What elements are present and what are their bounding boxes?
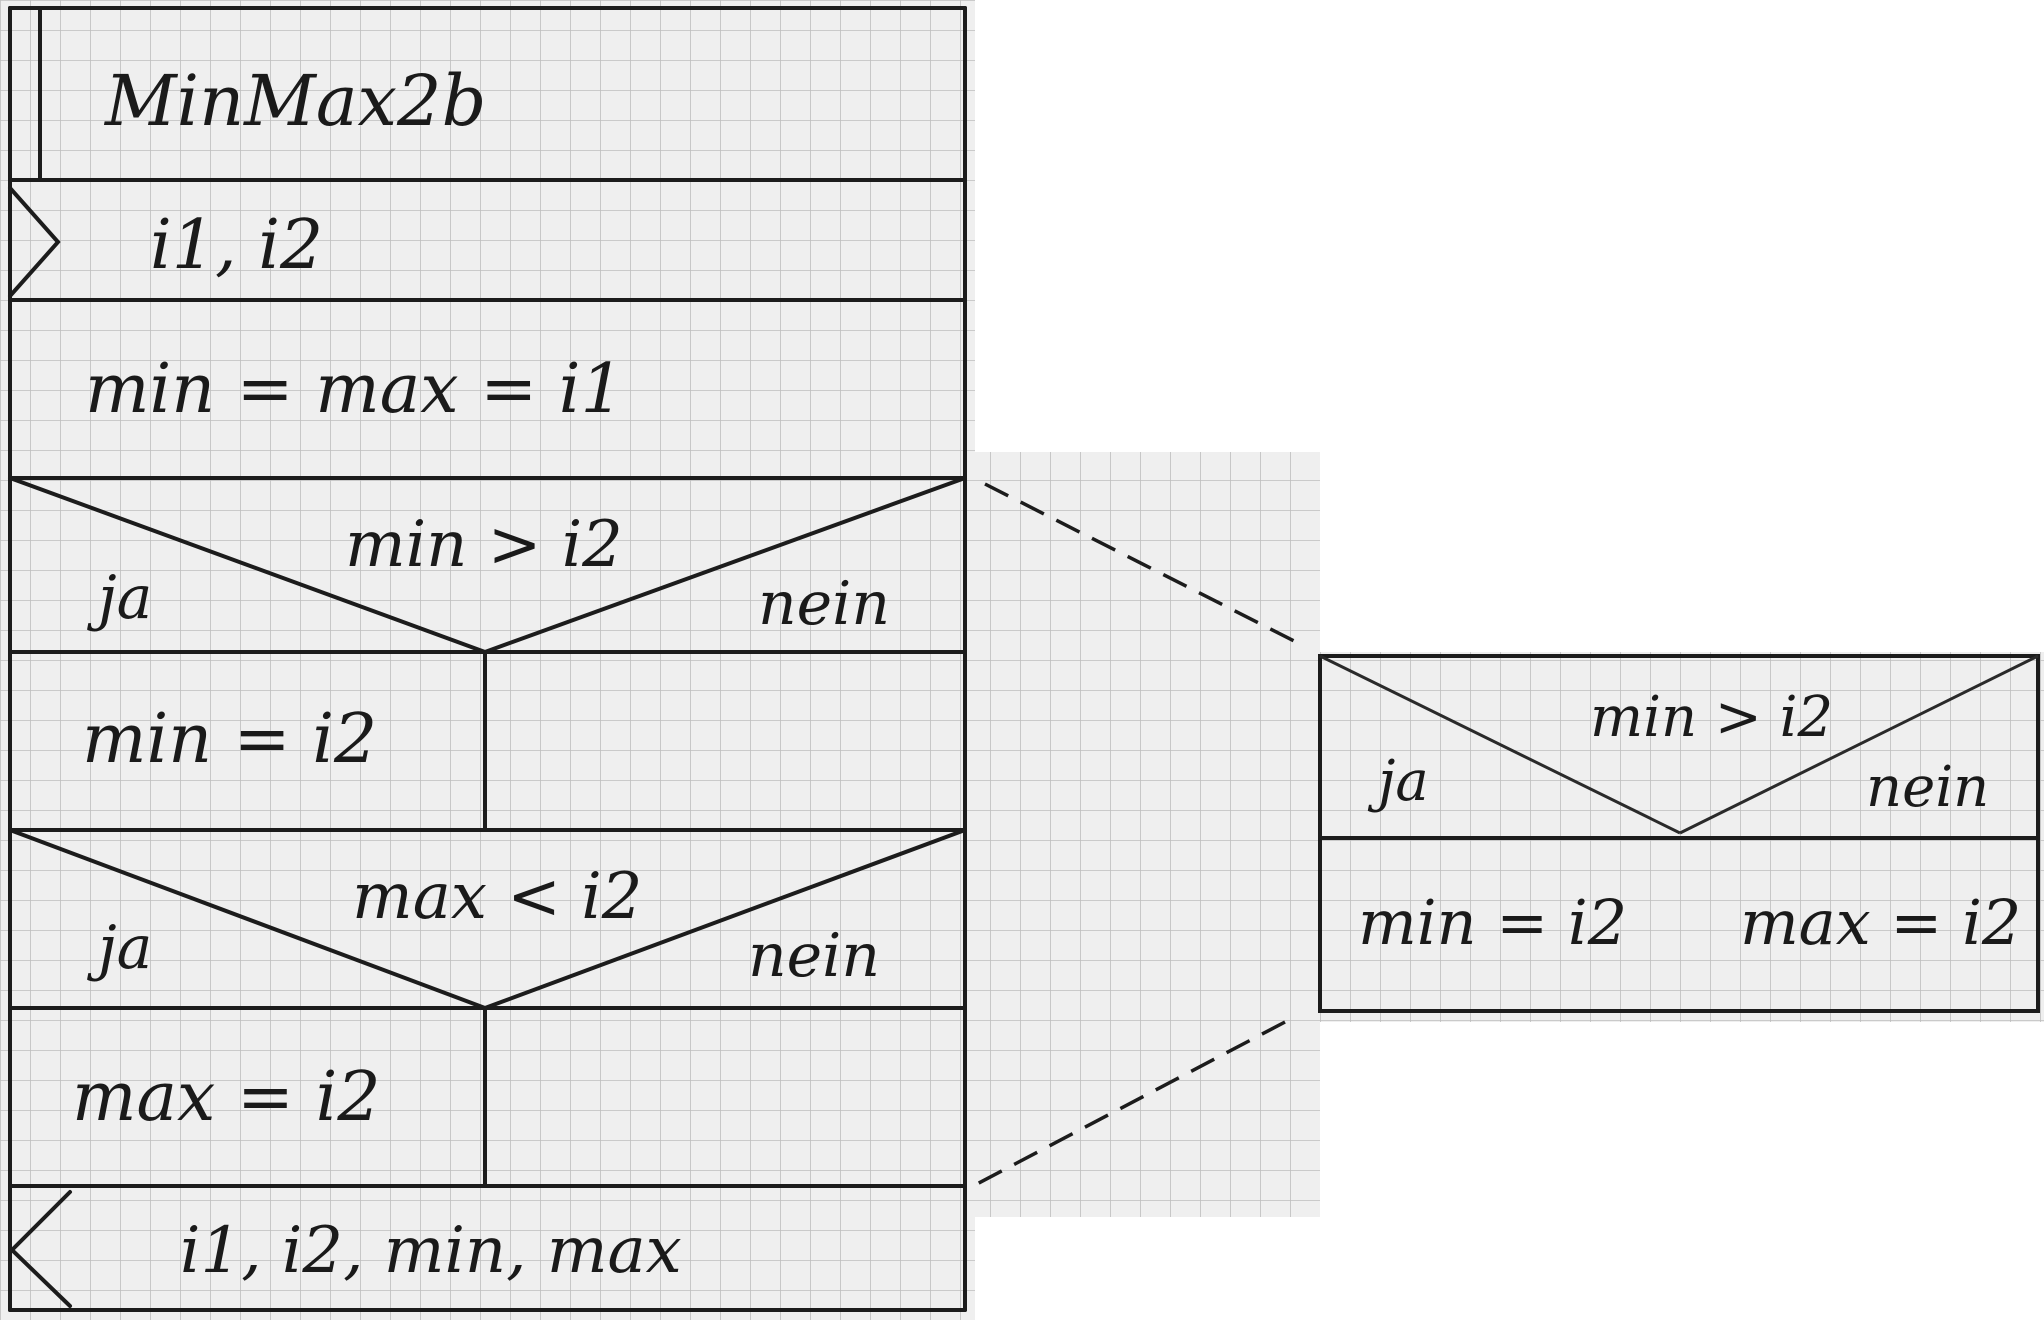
diagram-title: MinMax2b xyxy=(103,60,486,142)
main-structogram: MinMax2b i1, i2 min = max = i1 min > i2 … xyxy=(8,6,967,1312)
connector-bottom-dashed xyxy=(974,1020,1286,1187)
graph-paper-main xyxy=(0,0,975,1320)
decision-2-no-label: nein xyxy=(748,921,880,991)
decision-1: min > i2 ja nein min = i2 xyxy=(8,476,967,832)
alternative-condition: min > i2 xyxy=(1590,685,1833,750)
decision-1-no-label: nein xyxy=(758,569,890,639)
decision-2: max < i2 ja nein max = i2 xyxy=(8,828,967,1188)
alternative-yes-action: min = i2 xyxy=(1358,886,1627,959)
decision-1-yes-label: ja xyxy=(87,563,152,633)
graph-paper-middle xyxy=(975,452,1320,1217)
alternative-yes-label: ja xyxy=(1367,749,1429,814)
assignment-text: min = max = i1 xyxy=(85,350,624,429)
decision-2-yes-label: ja xyxy=(87,913,152,983)
decision-2-condition: max < i2 xyxy=(352,860,642,934)
decision-1-yes-action: min = i2 xyxy=(82,700,377,779)
alternative-structogram: min > i2 ja nein min = i2 max = i2 xyxy=(1318,654,2040,1013)
decision-1-condition: min > i2 xyxy=(345,508,623,582)
alternative-no-action: max = i2 xyxy=(1740,886,2021,959)
connector-top-dashed xyxy=(984,482,1301,646)
alternative-no-label: nein xyxy=(1866,755,1989,820)
input-text: i1, i2 xyxy=(150,206,323,285)
decision-2-yes-action: max = i2 xyxy=(72,1058,381,1137)
output-text: i1, i2, min, max xyxy=(180,1214,682,1288)
